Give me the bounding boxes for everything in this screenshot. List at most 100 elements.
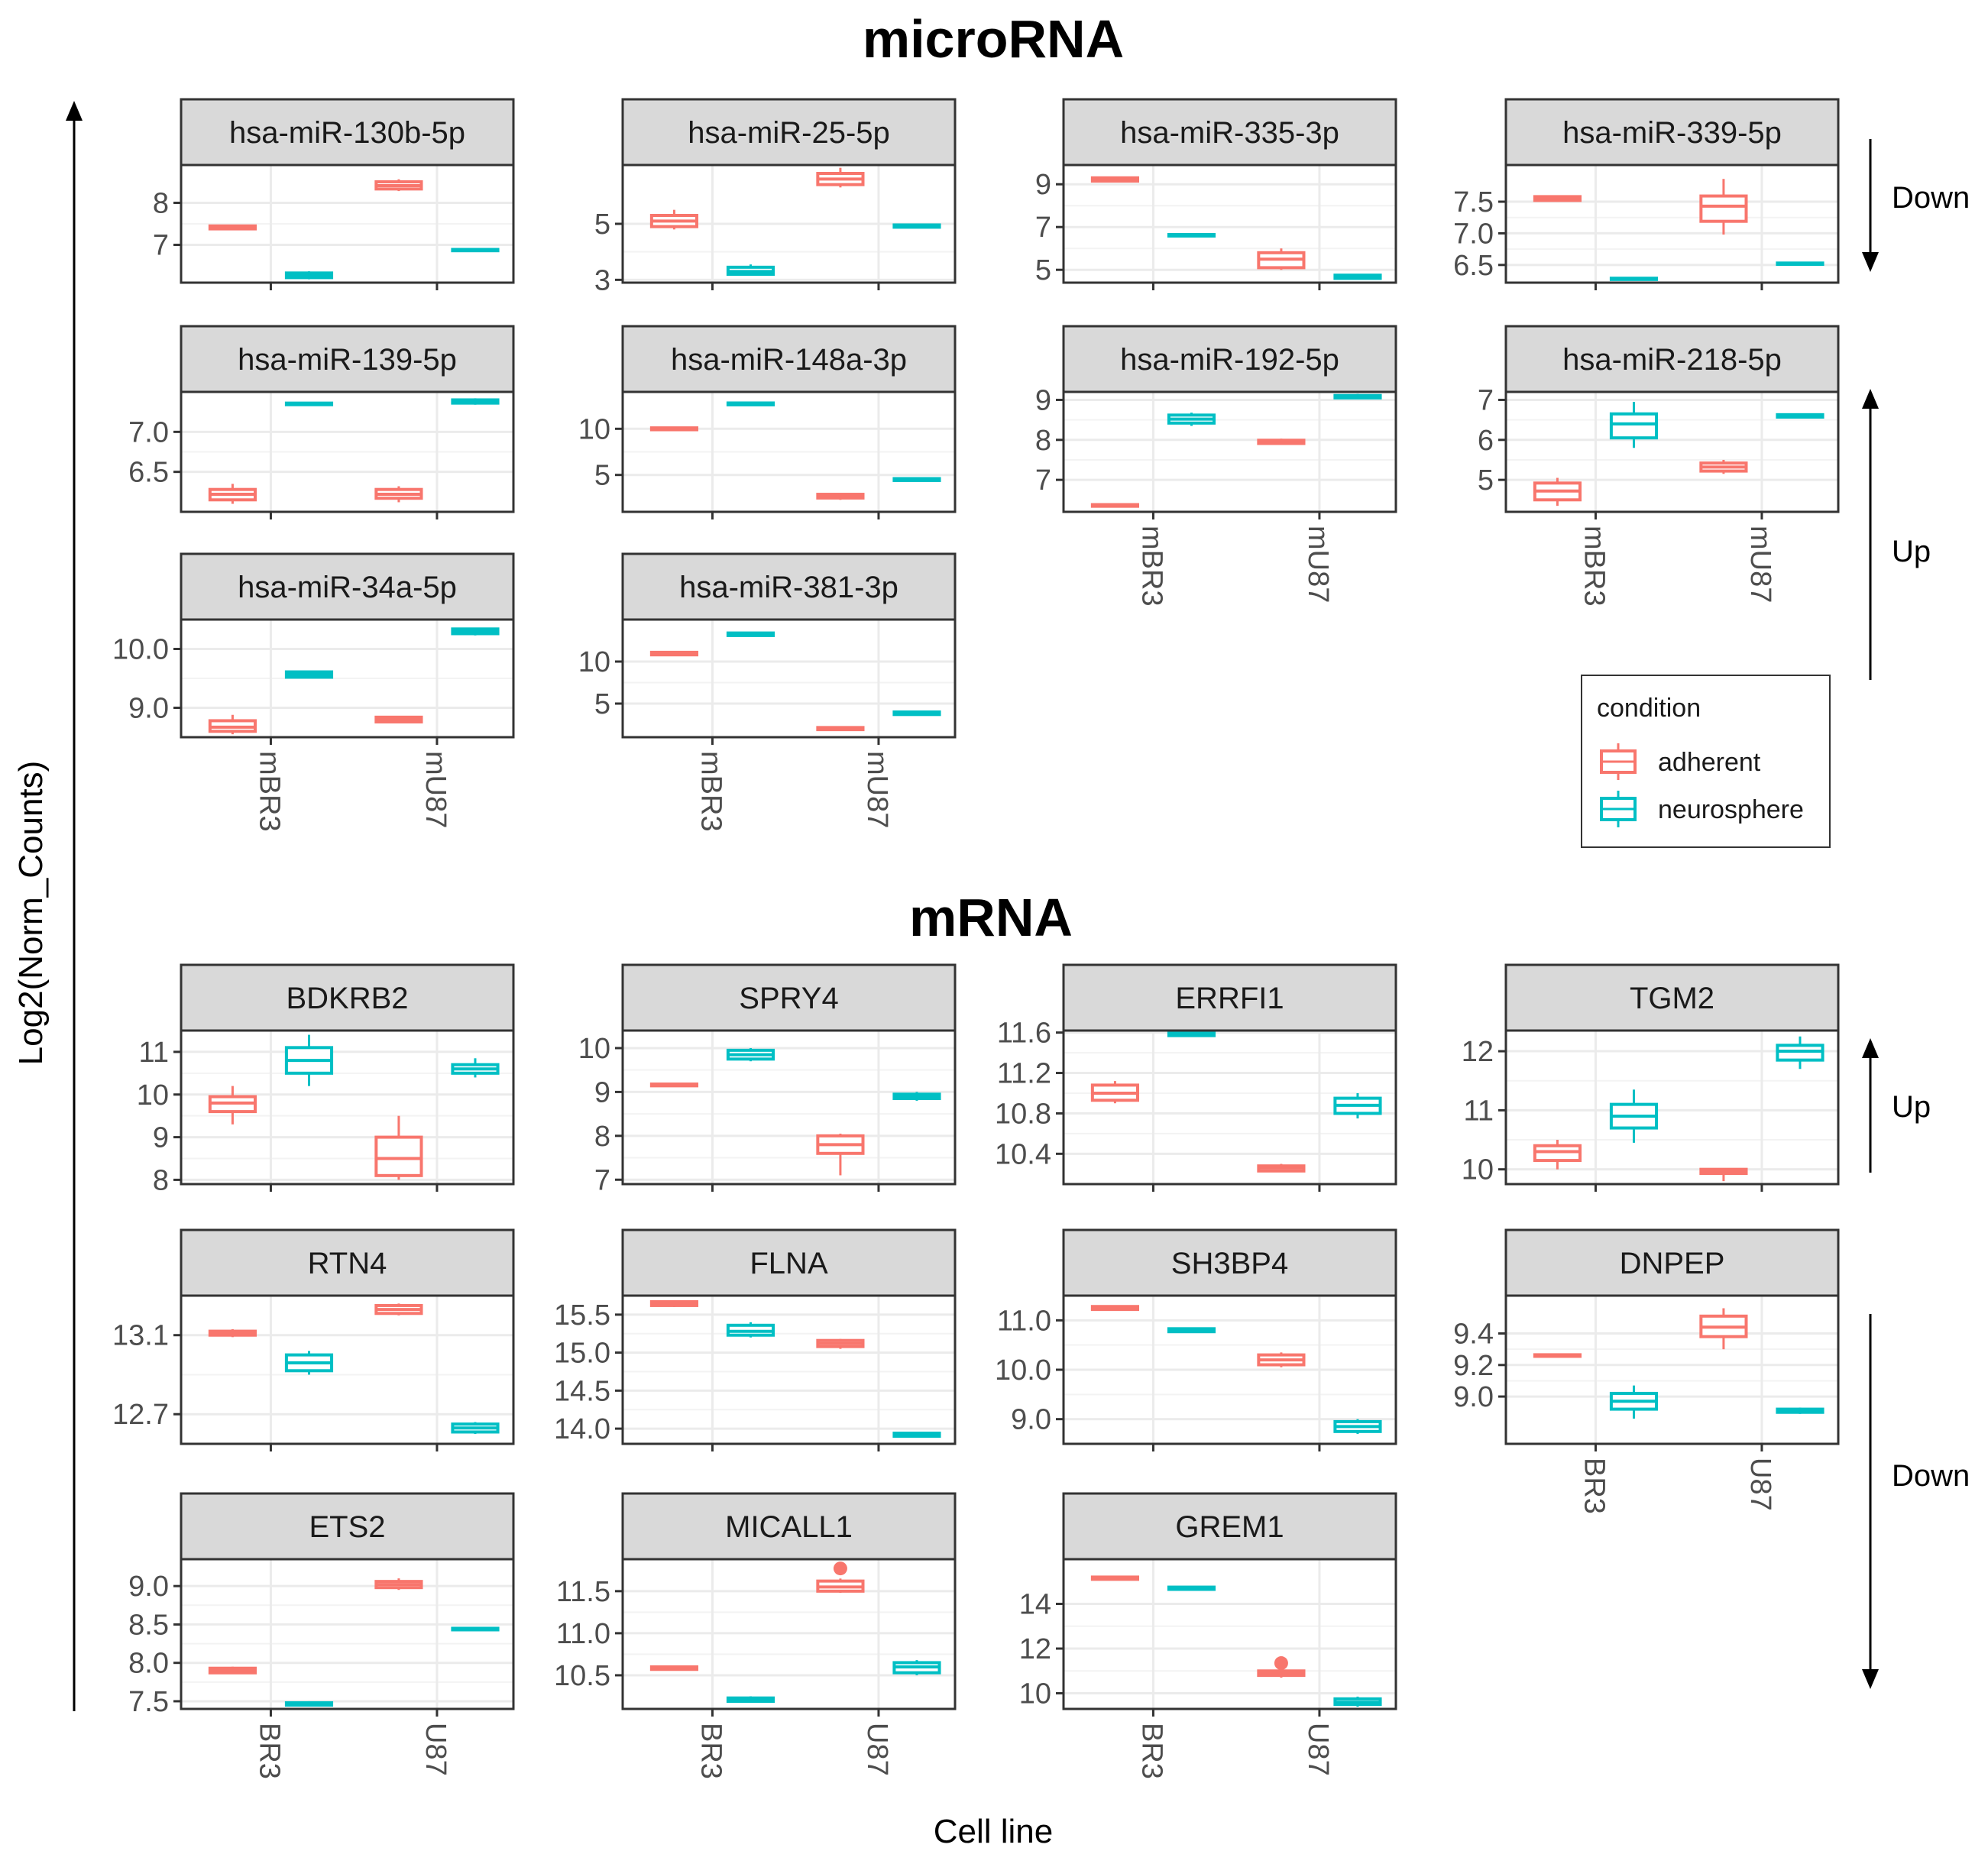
facet-strip [621, 98, 957, 167]
panel-border [180, 1294, 515, 1445]
facet-strip-label: GREM1 [1175, 1510, 1284, 1544]
facet-strip [1062, 1228, 1397, 1297]
panel-border [1062, 390, 1397, 513]
x-tick-label: U87 [861, 1723, 893, 1776]
arrow-down-icon [1862, 252, 1879, 272]
legend-entry: adherent [1600, 743, 1761, 780]
facet-strip [180, 1492, 515, 1561]
panel-background [181, 1559, 513, 1709]
direction-arrow-down: Down [1862, 139, 1970, 272]
facet-strip-label: FLNA [750, 1247, 828, 1280]
facet-strip [1062, 963, 1397, 1032]
legend-title: condition [1597, 694, 1701, 723]
y-tick-label: 7.0 [128, 416, 169, 448]
facet-strip-label: TGM2 [1630, 982, 1714, 1015]
facet-strip [180, 1228, 515, 1297]
facet-strip-label: hsa-miR-339-5p [1562, 116, 1782, 150]
panel-border [180, 1558, 515, 1710]
panel-border [621, 618, 957, 739]
y-tick-label: 7.5 [1453, 186, 1494, 218]
x-tick-label: U87 [1302, 1723, 1334, 1776]
panel-border [180, 390, 515, 513]
facet-strip-label: hsa-miR-130b-5p [229, 116, 465, 150]
facet-strip [180, 552, 515, 621]
y-tick-label: 15.0 [554, 1338, 610, 1370]
facet-strip-label: RTN4 [308, 1247, 387, 1280]
y-tick-label: 7.0 [1453, 218, 1494, 250]
neurosphere-box [1609, 412, 1659, 440]
facet-panel: hsa-miR-139-5p6.57.0 [128, 325, 515, 519]
panel-border [1062, 163, 1397, 284]
y-tick-label: 5 [1478, 464, 1494, 497]
facet-panels: hsa-miR-130b-5p78hsa-miR-25-5p35hsa-miR-… [112, 98, 1840, 1779]
y-tick-label: 8.0 [128, 1648, 169, 1680]
x-tick-label: mU87 [1744, 526, 1776, 603]
panel-border [1504, 390, 1840, 513]
facet-strip-label: ERRFI1 [1175, 982, 1284, 1015]
y-tick-label: 11 [139, 1037, 169, 1069]
facet-strip-label: ETS2 [309, 1510, 385, 1544]
mrna-section-title: mRNA [909, 888, 1073, 947]
adherent-box [1699, 194, 1748, 223]
x-tick-label: BR3 [1135, 1723, 1167, 1779]
y-tick-label: 8 [153, 188, 169, 220]
facet-strip [621, 325, 957, 393]
y-tick-label: 7 [1478, 384, 1494, 416]
y-tick-label: 10 [578, 413, 610, 445]
arrow-label: Up [1892, 1090, 1931, 1124]
panel-border [180, 1029, 515, 1186]
y-tick-label: 9.0 [1011, 1404, 1051, 1436]
facet-strip-label: SPRY4 [739, 982, 838, 1015]
direction-arrow-down: Down [1862, 1314, 1970, 1689]
adherent-box [374, 1135, 423, 1177]
facet-strip-label: SH3BP4 [1171, 1247, 1288, 1280]
panel-background [623, 620, 955, 737]
y-tick-label: 10.0 [995, 1354, 1051, 1387]
y-tick-label: 9.0 [128, 1571, 169, 1603]
y-tick-label: 5 [1035, 254, 1051, 286]
y-tick-label: 10 [578, 1033, 610, 1065]
panel-background [181, 1296, 513, 1444]
facet-strip-label: hsa-miR-381-3p [679, 571, 898, 604]
y-tick-label: 12.7 [112, 1399, 169, 1431]
x-tick-label: mBR3 [1578, 526, 1610, 607]
x-tick-label: U87 [1744, 1458, 1776, 1511]
y-tick-label: 7 [1035, 212, 1051, 244]
panel-border [621, 390, 957, 513]
y-tick-label: 14.0 [554, 1413, 610, 1445]
y-tick-label: 8 [1035, 425, 1051, 457]
facet-strip-label: hsa-miR-25-5p [688, 116, 890, 150]
x-axis-title: Cell line [934, 1813, 1054, 1850]
facet-strip-label: DNPEP [1620, 1247, 1725, 1280]
microrna-section-title: microRNA [863, 9, 1124, 69]
panel-background [1064, 392, 1396, 512]
panel-border [1504, 163, 1840, 284]
arrow-label: Down [1892, 181, 1970, 215]
y-tick-label: 6 [1478, 425, 1494, 457]
x-tick-label: mU87 [861, 751, 893, 828]
x-tick-label: mBR3 [1135, 526, 1167, 607]
panel-border [1062, 1558, 1397, 1710]
y-tick-label: 10 [137, 1079, 169, 1112]
facet-strip [1504, 325, 1840, 393]
y-tick-label: 11 [1464, 1095, 1494, 1127]
y-tick-label: 9.4 [1453, 1319, 1494, 1351]
arrow-up-icon [1862, 1038, 1879, 1058]
facet-strip [1062, 325, 1397, 393]
y-tick-label: 11.0 [556, 1618, 610, 1650]
